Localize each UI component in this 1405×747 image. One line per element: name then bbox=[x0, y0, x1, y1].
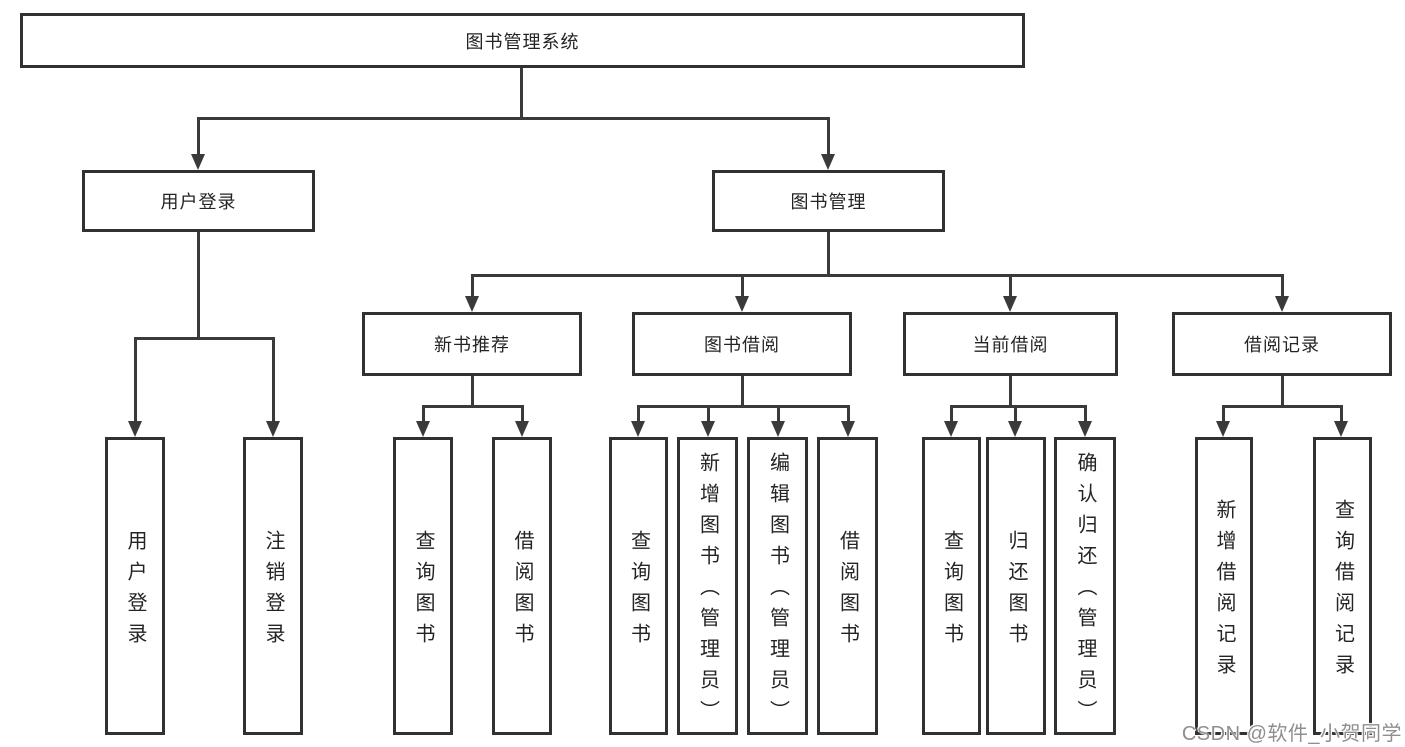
leaf-logout: 注销登录 bbox=[243, 437, 303, 735]
connector-stem-book-borrow bbox=[741, 274, 744, 298]
leaf-label: 用户登录 bbox=[124, 529, 146, 654]
arrowhead-icon bbox=[128, 421, 142, 437]
arrowhead-icon bbox=[266, 421, 280, 437]
connector-stem-leaf bbox=[950, 405, 953, 423]
connector-stem-leaf bbox=[847, 405, 850, 423]
leaf-label: 新增借阅记录 bbox=[1213, 498, 1235, 685]
node-root: 图书管理系统 bbox=[20, 13, 1025, 68]
leaf-label: 查询图书 bbox=[412, 529, 434, 654]
connector-current-borrow-drop bbox=[1009, 376, 1012, 408]
leaf-label: 新增图书（管理员） bbox=[696, 452, 719, 731]
node-book-borrow: 图书借阅 bbox=[632, 312, 852, 376]
arrowhead-icon bbox=[841, 421, 855, 437]
arrowhead-icon bbox=[735, 296, 749, 312]
arrowhead-icon bbox=[1003, 296, 1017, 312]
arrowhead-icon bbox=[191, 154, 205, 170]
leaf-label: 借阅图书 bbox=[511, 529, 533, 654]
connector-stem-leaf bbox=[777, 405, 780, 423]
arrowhead-icon bbox=[771, 421, 785, 437]
connector-stem-user-login bbox=[197, 117, 200, 155]
leaf-label: 查询图书 bbox=[940, 529, 963, 654]
leaf-query-books: 查询图书 bbox=[393, 437, 453, 735]
arrowhead-icon bbox=[515, 421, 529, 437]
connector-user-login-branch bbox=[134, 337, 275, 340]
leaf-label: 查询图书 bbox=[627, 529, 650, 654]
leaf-query-borrow-record: 查询借阅记录 bbox=[1313, 437, 1372, 735]
leaf-label: 归还图书 bbox=[1005, 529, 1027, 654]
leaf-user-login: 用户登录 bbox=[105, 437, 165, 735]
connector-user-login-drop bbox=[197, 232, 200, 340]
leaf-label: 借阅图书 bbox=[836, 529, 859, 654]
node-user-login: 用户登录 bbox=[82, 170, 315, 232]
arrowhead-icon bbox=[944, 421, 958, 437]
leaf-edit-books-admin: 编辑图书（管理员） bbox=[747, 437, 808, 735]
connector-new-book-branch bbox=[422, 405, 524, 408]
connector-stem-current-borrow bbox=[1009, 274, 1012, 298]
arrowhead-icon bbox=[465, 296, 479, 312]
arrowhead-icon bbox=[1216, 421, 1230, 437]
leaf-label: 查询借阅记录 bbox=[1331, 498, 1354, 685]
connector-stem-new-book bbox=[471, 274, 474, 298]
arrowhead-icon bbox=[416, 421, 430, 437]
leaf-label: 确认归还（管理员） bbox=[1074, 452, 1096, 731]
leaf-query-books: 查询图书 bbox=[922, 437, 981, 735]
connector-current-borrow-branch bbox=[950, 405, 1087, 408]
connector-stem-leaf bbox=[521, 405, 524, 423]
arrowhead-icon bbox=[631, 421, 645, 437]
connector-borrow-records-branch bbox=[1222, 405, 1343, 408]
connector-stem-leaf bbox=[272, 337, 275, 423]
leaf-query-books: 查询图书 bbox=[609, 437, 668, 735]
arrowhead-icon bbox=[821, 154, 835, 170]
connector-stem-leaf bbox=[1014, 405, 1017, 423]
connector-stem-book-management bbox=[827, 117, 830, 155]
leaf-add-books-admin: 新增图书（管理员） bbox=[677, 437, 738, 735]
leaf-borrow-books: 借阅图书 bbox=[492, 437, 552, 735]
node-book-management: 图书管理 bbox=[712, 170, 945, 232]
connector-stem-leaf bbox=[422, 405, 425, 423]
connector-level1-branch bbox=[197, 117, 830, 120]
connector-borrow-records-drop bbox=[1281, 376, 1284, 408]
leaf-label: 编辑图书（管理员） bbox=[766, 452, 789, 731]
connector-stem-leaf bbox=[1340, 405, 1343, 423]
watermark: CSDN @软件_小贺同学 bbox=[1181, 723, 1402, 745]
connector-new-book-drop bbox=[471, 376, 474, 408]
arrowhead-icon bbox=[1078, 421, 1092, 437]
connector-stem-borrow-records bbox=[1281, 274, 1284, 298]
connector-root-drop bbox=[520, 66, 523, 120]
node-new-book-recommend: 新书推荐 bbox=[362, 312, 582, 376]
arrowhead-icon bbox=[1275, 296, 1289, 312]
leaf-label: 注销登录 bbox=[262, 529, 284, 654]
connector-level3-branch bbox=[471, 274, 1284, 277]
connector-stem-leaf bbox=[134, 337, 137, 423]
connector-stem-leaf bbox=[1222, 405, 1225, 423]
leaf-confirm-return-admin: 确认归还（管理员） bbox=[1054, 437, 1116, 735]
node-borrow-records: 借阅记录 bbox=[1172, 312, 1392, 376]
connector-stem-leaf bbox=[1084, 405, 1087, 423]
connector-book-management-drop bbox=[827, 232, 830, 277]
connector-stem-leaf bbox=[707, 405, 710, 423]
arrowhead-icon bbox=[701, 421, 715, 437]
arrowhead-icon bbox=[1334, 421, 1348, 437]
connector-book-borrow-drop bbox=[741, 376, 744, 408]
node-current-borrow: 当前借阅 bbox=[903, 312, 1118, 376]
connector-stem-leaf bbox=[637, 405, 640, 423]
leaf-borrow-books: 借阅图书 bbox=[817, 437, 878, 735]
arrowhead-icon bbox=[1008, 421, 1022, 437]
leaf-add-borrow-record: 新增借阅记录 bbox=[1195, 437, 1253, 735]
connector-book-borrow-branch bbox=[637, 405, 850, 408]
leaf-return-books: 归还图书 bbox=[986, 437, 1046, 735]
